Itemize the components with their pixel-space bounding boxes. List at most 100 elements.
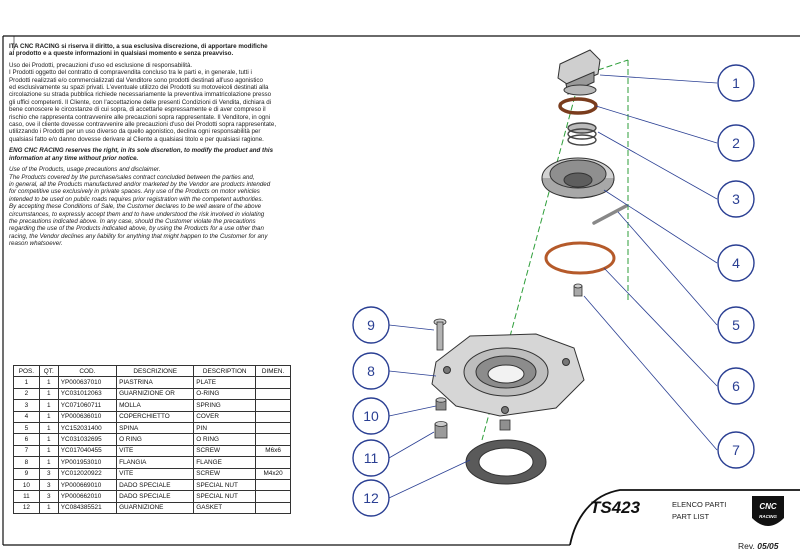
cell-descrizione: FLANGIA	[116, 456, 195, 469]
cell-dimen	[255, 490, 291, 503]
svg-text:2: 2	[732, 135, 740, 151]
part-special-nuts	[434, 397, 511, 439]
cnc-racing-logo: CNC RACING	[752, 496, 784, 526]
cell-description: SPECIAL NUT	[193, 478, 257, 492]
cell-qt: 3	[38, 490, 59, 503]
revision-value: 05/05	[757, 541, 779, 551]
callout-5: 5	[717, 306, 755, 344]
cell-cod: YC012020922	[57, 467, 118, 480]
callout-1: 1	[717, 64, 755, 102]
callout-8: 8	[352, 352, 390, 390]
cell-cod: YC031012063	[57, 387, 118, 401]
svg-text:8: 8	[367, 363, 375, 379]
cell-cod: YC084385521	[57, 501, 118, 515]
cell-description: PIN	[193, 421, 257, 435]
cell-cod: YP000637010	[57, 376, 118, 389]
part-cover	[541, 157, 615, 199]
cell-descrizione: VITE	[116, 444, 195, 458]
legal-it-heading: ITA CNC RACING si riserva il diritto, a …	[9, 43, 268, 58]
callout-7: 7	[717, 431, 755, 469]
cell-description: GASKET	[193, 501, 257, 515]
cell-cod: YP001953010	[57, 456, 118, 469]
cell-qt: 1	[38, 399, 59, 412]
legal-en-heading: ENG CNC RACING reserves the right, in it…	[9, 147, 274, 162]
cell-cod: YP000669010	[57, 478, 118, 492]
cell-qt: 1	[38, 387, 59, 401]
cell-descrizione: SPINA	[116, 421, 195, 435]
revision: Rev. 05/05	[738, 541, 779, 551]
cell-pos: 11	[13, 490, 40, 503]
cell-dimen	[255, 501, 291, 515]
cell-dimen: M6x6	[255, 444, 291, 458]
svg-text:9: 9	[367, 317, 375, 333]
legal-it-body: Uso dei Prodotti, precauzioni d'uso ed e…	[9, 61, 277, 143]
cell-pos: 9	[13, 467, 40, 480]
cell-descrizione: PIASTRINA	[116, 376, 195, 389]
svg-text:3: 3	[732, 191, 740, 207]
cell-dimen: M4x20	[255, 467, 291, 480]
title-en: PART LIST	[672, 512, 710, 521]
cell-cod: YC071060711	[57, 399, 118, 412]
cell-cod: YP000662010	[57, 490, 118, 503]
cell-qt: 1	[38, 501, 59, 515]
cell-pos: 3	[13, 399, 40, 412]
leader-lines	[388, 74, 718, 499]
cell-dimen	[255, 456, 291, 469]
cell-pos: 6	[13, 433, 40, 446]
col-qt: QT.	[38, 364, 59, 378]
revision-label: Rev.	[738, 541, 755, 551]
cell-cod: YP000636010	[57, 410, 118, 423]
cell-pos: 12	[13, 501, 40, 515]
cell-description: SCREW	[193, 467, 257, 480]
part-screw-small	[573, 283, 583, 297]
cell-qt: 3	[38, 478, 59, 492]
callout-10: 10	[352, 397, 390, 435]
part-spring	[567, 122, 597, 146]
callout-3: 3	[717, 180, 755, 218]
cell-descrizione: VITE	[116, 467, 195, 480]
cell-dimen	[255, 421, 291, 435]
cell-qt: 1	[38, 421, 59, 435]
svg-text:7: 7	[732, 442, 740, 458]
title-it: ELENCO PARTI	[672, 500, 727, 509]
cell-pos: 5	[13, 421, 40, 435]
cell-dimen	[255, 410, 291, 423]
part-screw	[433, 318, 447, 351]
callout-4: 4	[717, 244, 755, 282]
cell-description: SPRING	[193, 399, 257, 412]
cell-qt: 1	[38, 410, 59, 423]
cell-qt: 1	[38, 376, 59, 389]
callout-9: 9	[352, 306, 390, 344]
svg-text:RACING: RACING	[759, 514, 777, 519]
cell-cod: YC152031400	[57, 421, 118, 435]
cell-description: SPECIAL NUT	[193, 490, 257, 503]
cell-descrizione: COPERCHIETTO	[116, 410, 195, 423]
legal-en-body: Use of the Products, usage precautions a…	[9, 166, 271, 248]
cell-descrizione: GUARNIZIONE OR	[116, 387, 195, 401]
cell-descrizione: O RING	[116, 433, 195, 446]
cell-descrizione: DADO SPECIALE	[116, 478, 195, 492]
col-descrizione: DESCRIZIONE	[116, 364, 195, 378]
col-description: DESCRIPTION	[193, 364, 257, 378]
cell-description: O-RING	[193, 387, 257, 401]
cell-pos: 8	[13, 456, 40, 469]
callout-2: 2	[717, 124, 755, 162]
cell-dimen	[255, 376, 291, 389]
part-flange	[431, 333, 585, 417]
cell-pos: 7	[13, 444, 40, 458]
cell-qt: 1	[38, 456, 59, 469]
svg-text:12: 12	[363, 490, 379, 506]
cell-pos: 2	[13, 387, 40, 401]
cell-dimen	[255, 478, 291, 492]
